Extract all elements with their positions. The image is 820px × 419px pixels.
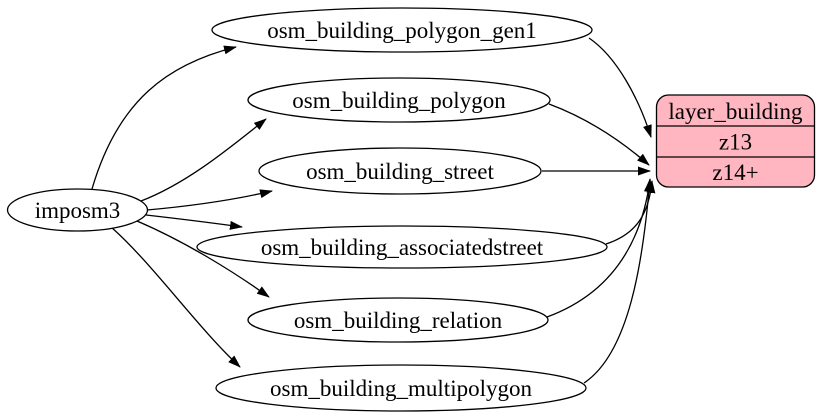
osm_building_relation-ellipse (247, 297, 549, 343)
osm_building_multipolygon-ellipse (215, 364, 587, 412)
edge-imposm3-to-osm_building_polygon_gen1 (91, 45, 237, 190)
node-osm_building_relation: osm_building_relation (247, 297, 549, 343)
node-osm_building_polygon_gen1: osm_building_polygon_gen1 (211, 7, 593, 53)
node-osm_building_polygon: osm_building_polygon (247, 77, 551, 123)
imposm3-label: imposm3 (35, 198, 121, 223)
layer_building-row-z13: z13 (719, 130, 752, 155)
osm_building_polygon_gen1-label: osm_building_polygon_gen1 (267, 18, 537, 43)
edge-imposm3-to-osm_building_polygon (140, 118, 267, 202)
imposm3-ellipse (6, 188, 149, 232)
layer_building-row-z14plus: z14+ (712, 160, 758, 185)
edge-osm_building_relation-to-layer_building-z14 (546, 179, 653, 318)
layer_building-title: layer_building (668, 99, 803, 124)
osm_building_multipolygon-label: osm_building_multipolygon (270, 376, 532, 401)
node-layer_building: layer_building z13 z14+ (655, 94, 816, 188)
edge-imposm3-to-osm_building_multipolygon (110, 226, 241, 368)
node-osm_building_multipolygon: osm_building_multipolygon (215, 364, 587, 412)
osm_building_relation-label: osm_building_relation (294, 308, 503, 333)
osm_building_polygon_gen1-ellipse (211, 7, 593, 53)
osm_building_associatedstreet-ellipse (196, 225, 608, 269)
osm_building_associatedstreet-label: osm_building_associatedstreet (261, 235, 544, 260)
edge-osm_building_polygon_gen1-to-layer_building-z13 (588, 37, 652, 138)
node-osm_building_associatedstreet: osm_building_associatedstreet (196, 225, 608, 269)
edge-osm_building_associatedstreet-to-layer_building-z14 (605, 180, 656, 245)
edge-layer (91, 37, 656, 384)
osm_building_polygon-label: osm_building_polygon (292, 88, 506, 113)
edge-imposm3-to-osm_building_relation (136, 220, 270, 298)
edge-osm_building_polygon-to-layer_building-z14 (548, 103, 650, 166)
layer_building-box (655, 94, 816, 188)
edge-osm_building_multipolygon-to-layer_building-z14 (583, 178, 654, 384)
edge-imposm3-to-osm_building_associatedstreet (145, 214, 243, 230)
node-imposm3: imposm3 (6, 188, 149, 232)
osm_building_street-label: osm_building_street (306, 159, 494, 184)
osm_building_polygon-ellipse (247, 77, 551, 123)
osm_building_street-ellipse (258, 147, 542, 195)
node-osm_building_street: osm_building_street (258, 147, 542, 195)
edge-imposm3-to-osm_building_street (146, 189, 273, 211)
